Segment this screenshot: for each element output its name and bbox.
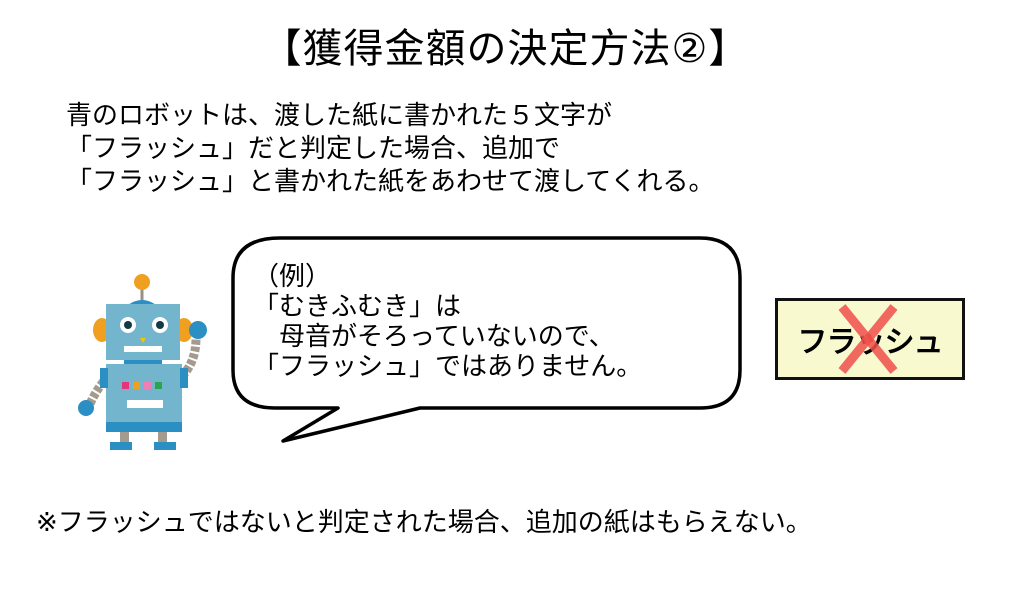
bubble-line: （例）: [253, 262, 332, 292]
speech-bubble-text: （例） 「むきふむき」は 母音がそろっていないので、 「フラッシュ」ではありませ…: [253, 262, 642, 382]
bubble-line: 「むきふむき」は: [253, 292, 462, 322]
page-title: 【獲得金額の決定方法②】: [261, 26, 750, 72]
intro-line: 「フラッシュ」だと判定した場合、追加で: [66, 134, 561, 164]
bubble-line: 母音がそろっていないので、: [253, 322, 615, 352]
cross-icon: [838, 304, 898, 374]
intro-line: 青のロボットは、渡した紙に書かれた５文字が: [66, 101, 613, 131]
bubble-line: 「フラッシュ」ではありません。: [253, 352, 643, 382]
robot-icon: [78, 274, 207, 450]
flush-card: フラッシュ: [775, 298, 965, 380]
footnote: ※フラッシュではないと判定された場合、追加の紙はもらえない。: [36, 508, 812, 538]
intro-text: 青のロボットは、渡した紙に書かれた５文字が 「フラッシュ」だと判定した場合、追加…: [66, 100, 714, 199]
intro-line: 「フラッシュ」と書かれた紙をあわせて渡してくれる。: [66, 167, 715, 197]
